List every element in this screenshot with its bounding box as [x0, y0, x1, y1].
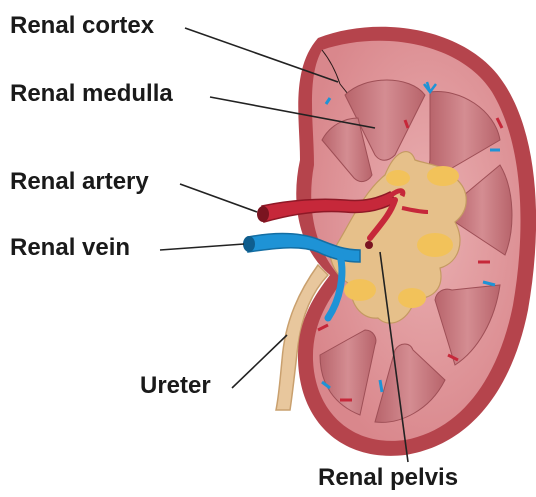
label-ureter: Ureter: [140, 374, 211, 398]
label-renal-cortex: Renal cortex: [10, 14, 154, 38]
leader-line-renal-vein: [160, 244, 244, 250]
label-renal-pelvis: Renal pelvis: [318, 466, 458, 490]
label-renal-artery: Renal artery: [10, 170, 149, 194]
leader-line-renal-artery: [180, 184, 257, 212]
leader-line-ureter: [232, 335, 287, 388]
label-renal-vein: Renal vein: [10, 236, 130, 260]
label-renal-medulla: Renal medulla: [10, 82, 173, 106]
